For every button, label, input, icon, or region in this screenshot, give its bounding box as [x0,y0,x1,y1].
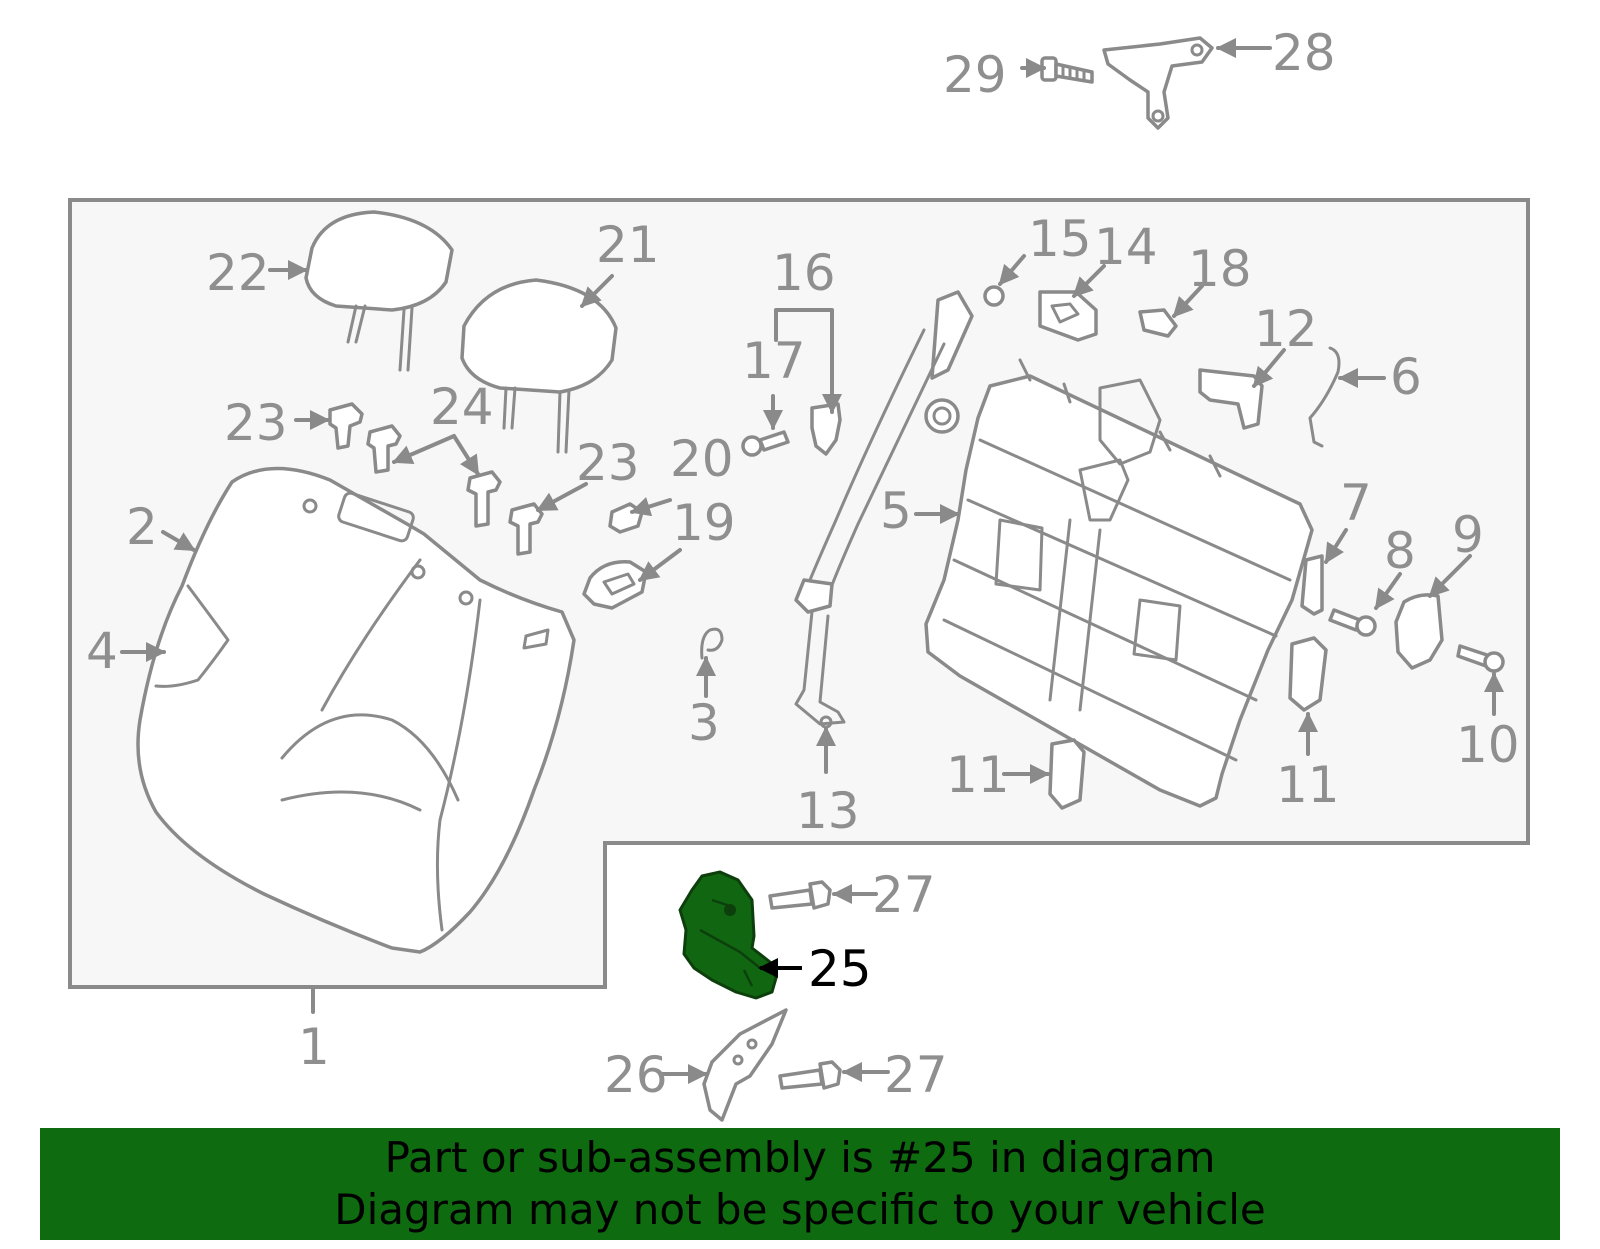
info-banner: Part or sub-assembly is #25 in diagram D… [40,1128,1560,1240]
bolt-icon [1040,56,1094,84]
callout-3: 3 [688,694,720,752]
callout-20: 20 [670,430,734,488]
callout-23-a: 23 [224,394,288,452]
seat-belt-icon [794,290,974,729]
callout-14: 14 [1094,218,1158,276]
bolt-icon [1328,608,1377,637]
hinge-plate-icon [702,1008,788,1122]
callout-26: 26 [604,1046,668,1104]
bolt-icon [741,430,790,457]
leader-lines [120,38,1504,1084]
callout-6: 6 [1390,348,1422,406]
headrest-icon [460,278,618,454]
callout-1: 1 [298,1018,330,1076]
callout-4: 4 [86,622,118,680]
callout-2: 2 [126,498,158,556]
callout-29: 29 [943,46,1007,104]
callout-10: 10 [1456,716,1520,774]
cap-icon [983,285,1005,307]
callout-22: 22 [206,244,270,302]
callout-12: 12 [1254,300,1318,358]
bracket-icon [1300,554,1324,616]
callout-9: 9 [1452,506,1484,564]
banner-part-note: Part or sub-assembly is #25 in diagram [384,1133,1216,1182]
callout-21: 21 [596,216,660,274]
cover-icon [1138,308,1178,338]
cover-icon [1288,636,1328,712]
bolt-icon [778,1060,842,1090]
callout-8: 8 [1384,522,1416,580]
callout-24: 24 [430,378,494,436]
callout-11-left: 11 [946,746,1010,804]
callout-5: 5 [880,482,912,540]
callout-28: 28 [1272,24,1336,82]
escutcheon-icon [582,560,648,610]
hinge-bracket-part-25-icon [678,870,778,1000]
cover-icon [1048,738,1086,810]
bolt-icon [1456,644,1505,673]
callout-23-b: 23 [576,434,640,492]
headrest-icon [304,210,454,372]
callout-19: 19 [672,494,736,552]
bolt-icon [768,880,832,910]
callout-labels: 29 28 22 21 16 15 14 18 12 6 17 23 24 23… [86,24,1520,1104]
callout-7: 7 [1340,474,1372,532]
headrest-guide-icon [328,402,544,556]
banner-disclaimer: Diagram may not be specific to your vehi… [334,1185,1266,1234]
callout-11-right: 11 [1276,756,1340,814]
bracket-icon [1102,36,1214,130]
callout-13: 13 [796,782,860,840]
callout-16: 16 [772,244,836,302]
callout-27-bottom: 27 [884,1046,948,1104]
callout-25: 25 [808,940,872,998]
callout-15: 15 [1028,210,1092,268]
callout-17: 17 [742,332,806,390]
callout-27-top: 27 [872,866,936,924]
seat-back-cover-icon [136,466,576,954]
rod-icon [1308,346,1341,448]
hook-icon [700,627,724,660]
callout-18: 18 [1188,240,1252,298]
